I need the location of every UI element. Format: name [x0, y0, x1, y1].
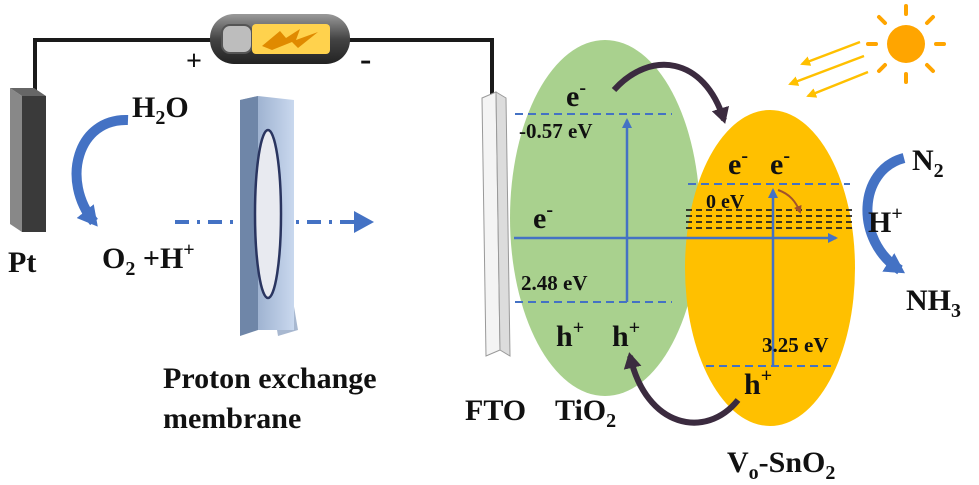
water-oxidation-arrow: [71, 114, 129, 227]
ammonia-label: NH3: [906, 284, 961, 322]
pt-label: Pt: [8, 246, 36, 279]
sno2-relaxation-arrow: [777, 189, 802, 214]
membrane-label-line2: membrane: [163, 402, 301, 435]
tio2-mid-electron: e-: [533, 199, 553, 235]
tio2-cb-electron: e-: [566, 77, 586, 113]
nitrogen-label: N2: [912, 144, 944, 182]
tio2-gap-energy: 2.48 eV: [521, 271, 588, 295]
sno2-defect-energy: 0 eV: [706, 191, 745, 213]
hole-transfer-arrow: [623, 352, 741, 426]
sno2-particle: [685, 110, 855, 426]
nitrogen-reduction-arrow: [862, 153, 906, 275]
fto-label: FTO: [465, 394, 526, 427]
light-rays: [788, 40, 869, 98]
tio2-hole-2: h+: [612, 317, 640, 353]
electron-recombination-arrow: [611, 61, 730, 124]
sno2-label: Vo-SnO2: [727, 446, 835, 484]
oxygen-vacancy-states: [686, 209, 854, 229]
membrane-label-line1: Proton exchange: [163, 362, 377, 395]
tio2-particle: [510, 40, 700, 396]
tio2-label: TiO2: [555, 394, 616, 432]
minus-terminal-label: -: [360, 41, 371, 78]
sno2-electron-1: e-: [728, 145, 748, 181]
sno2-electron-2: e-: [770, 145, 790, 181]
tio2-cb-energy: -0.57 eV: [519, 119, 592, 143]
external-wire: [33, 38, 494, 96]
sno2-gap-energy: 3.25 eV: [762, 333, 829, 357]
tio2-hole-1: h+: [556, 317, 584, 353]
water-label: H2O: [132, 91, 189, 129]
sun-icon: [866, 4, 946, 84]
oxygen-proton-label: O2 +H+: [102, 239, 195, 280]
proton-label: H+: [868, 203, 903, 239]
battery-icon: [210, 14, 350, 64]
sno2-hole: h+: [744, 365, 772, 401]
fto-electrode: [481, 91, 511, 357]
proton-exchange-membrane: [240, 96, 298, 336]
pt-electrode: [10, 88, 46, 232]
plus-terminal-label: +: [186, 46, 202, 77]
